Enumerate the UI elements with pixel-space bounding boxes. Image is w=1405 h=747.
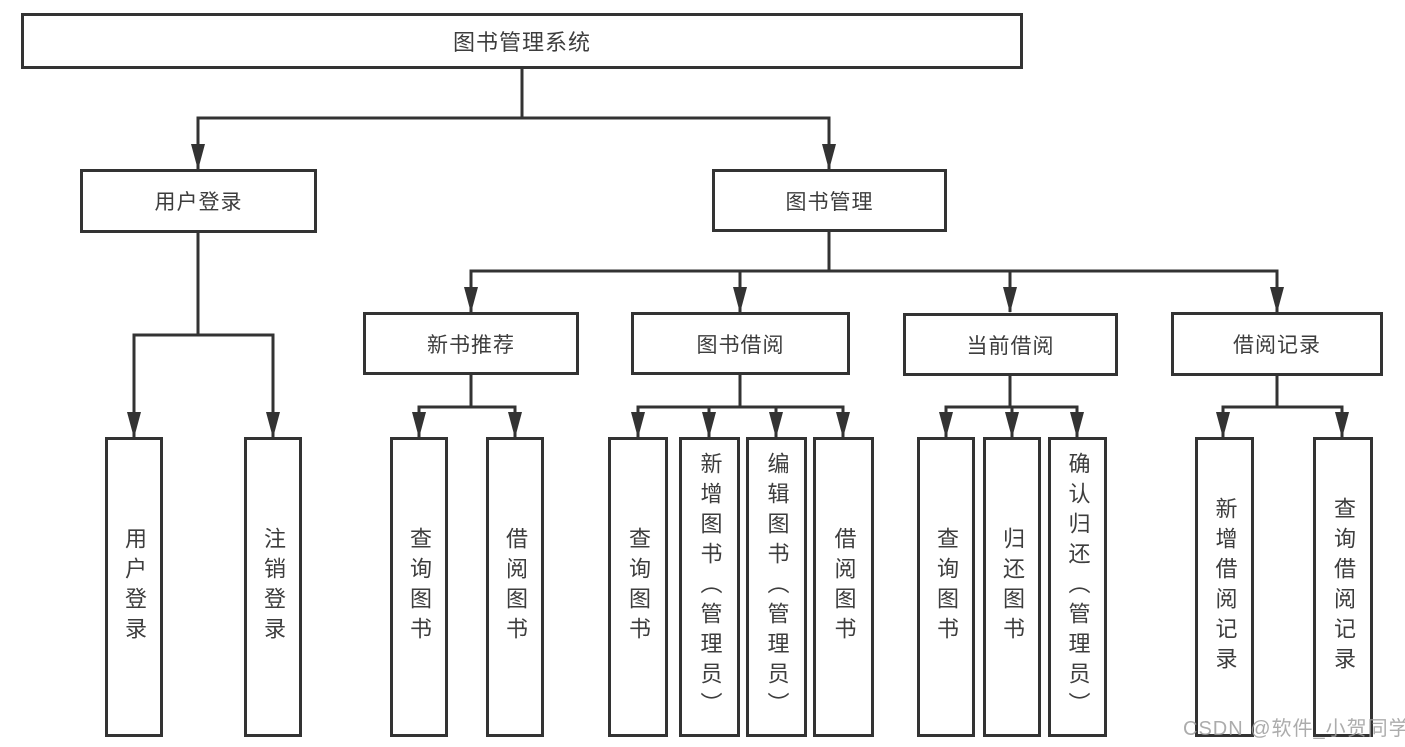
node-new-book-recommend-label: 新书推荐 [427,333,515,357]
node-current-borrowing: 当前借阅 [903,313,1118,376]
leaf-add-book-admin: 新增图书（管理员） [679,437,740,737]
leaf-query-book-current: 查询图书 [917,437,975,737]
tree-arrows [127,118,1349,438]
leaf-borrow-book-recommend: 借阅图书 [486,437,544,737]
node-user-login: 用户登录 [80,169,317,233]
node-new-book-recommend: 新书推荐 [363,312,579,375]
node-user-login-label: 用户登录 [154,191,243,214]
leaf-user-login: 用户登录 [105,437,163,737]
node-book-borrowing-label: 图书借阅 [696,333,785,357]
leaf-logout: 注销登录 [244,437,302,737]
node-current-borrowing-label: 当前借阅 [966,334,1055,358]
csdn-watermark: CSDN @软件_小贺同学 [1183,718,1405,740]
leaf-return-book: 归还图书 [983,437,1041,737]
node-borrowing-records-label: 借阅记录 [1233,334,1321,357]
node-root: 图书管理系统 [21,13,1023,69]
node-book-borrowing: 图书借阅 [631,312,850,375]
leaf-query-borrow-record: 查询借阅记录 [1313,437,1373,737]
leaf-query-book-recommend: 查询图书 [390,437,448,737]
node-borrowing-records: 借阅记录 [1171,312,1383,376]
node-book-management-label: 图书管理 [785,190,874,214]
leaf-query-book-borrowing: 查询图书 [608,437,668,737]
leaf-edit-book-admin: 编辑图书（管理员） [746,437,807,737]
tree-buses [132,67,1344,409]
leaf-borrow-book-borrowing: 借阅图书 [813,437,874,737]
node-book-management: 图书管理 [712,169,947,232]
leaf-confirm-return-admin: 确认归还（管理员） [1048,437,1107,737]
node-root-label: 图书管理系统 [452,30,591,55]
leaf-add-borrow-record: 新增借阅记录 [1195,437,1254,737]
